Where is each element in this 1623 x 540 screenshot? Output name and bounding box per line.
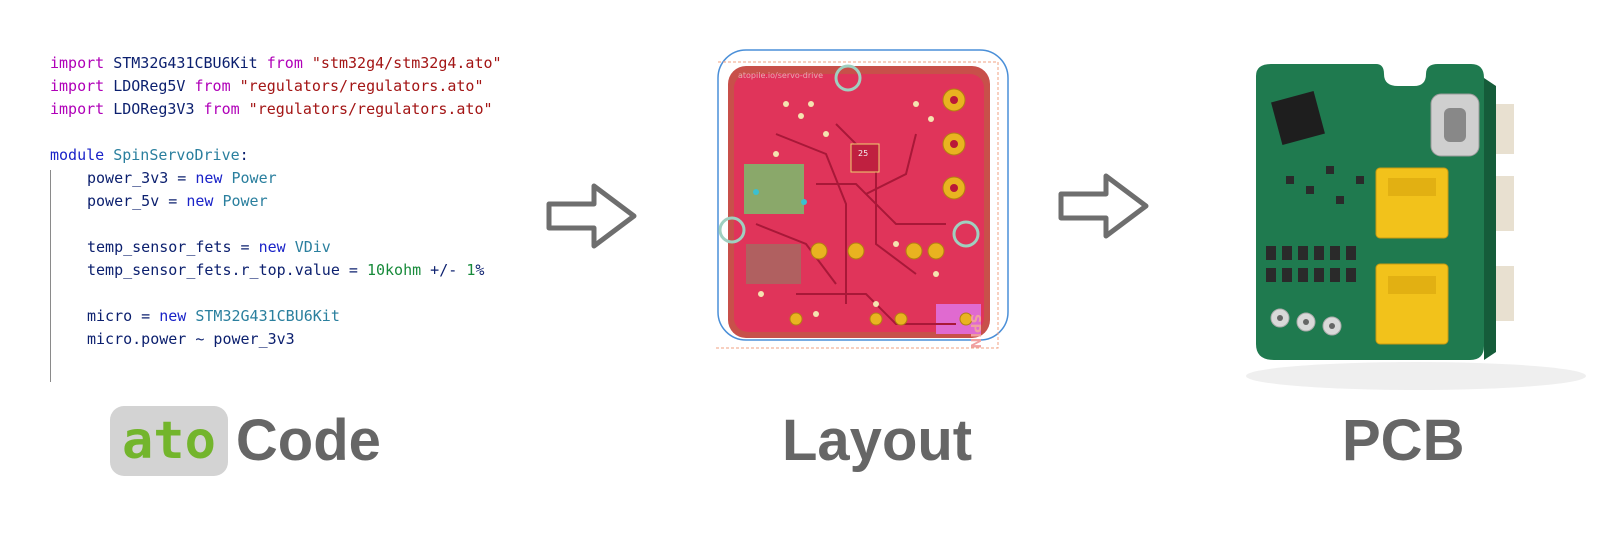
- code-line: [50, 282, 570, 305]
- code-token: temp_sensor_fets.r_top.value =: [87, 261, 367, 279]
- chip: [850, 143, 880, 173]
- zone: [744, 164, 804, 214]
- code-line: power_5v = new Power: [50, 190, 570, 213]
- code-token: from: [266, 54, 303, 72]
- code-token: new: [186, 192, 214, 210]
- code-line: micro.power ~ power_3v3: [50, 328, 570, 351]
- pad-holes: [950, 96, 958, 192]
- zone: [746, 244, 801, 284]
- vias: [758, 101, 939, 317]
- code-snippet: import STM32G431CBU6Kit from "stm32g4/st…: [50, 52, 570, 382]
- code-token: "stm32g4/stm32g4.ato": [302, 54, 502, 72]
- board-outline: [717, 49, 1009, 341]
- chip-ref: 25: [858, 149, 868, 158]
- side-connector: [1496, 176, 1514, 231]
- code-token: [286, 238, 295, 256]
- code-label: ato Code: [110, 406, 381, 476]
- code-line: micro = new STM32G431CBU6Kit: [50, 305, 570, 328]
- board-url: atopile.io/servo-drive: [738, 71, 823, 80]
- code-line: module SpinServoDrive:: [50, 144, 570, 167]
- code-token: new: [258, 238, 286, 256]
- pcb-label: PCB: [1342, 408, 1465, 473]
- layout-label: Layout: [782, 408, 973, 473]
- courtyard-outline: [716, 61, 999, 349]
- code-token: +/-: [421, 261, 467, 279]
- code-token: "regulators/regulators.ato": [239, 100, 493, 118]
- code-token: [104, 146, 113, 164]
- code-line: import LDOReg3V3 from "regulators/regula…: [50, 98, 570, 121]
- code-token: 1: [466, 261, 476, 279]
- code-token: import: [50, 77, 105, 95]
- code-token: [222, 169, 231, 187]
- arrow-right-icon: [546, 183, 637, 249]
- code-token: Power: [231, 169, 277, 187]
- code-token: STM32G431CBU6Kit: [195, 307, 340, 325]
- code-token: micro =: [87, 307, 160, 325]
- code-token: import: [50, 100, 105, 118]
- zone: [936, 304, 981, 334]
- code-token: from: [194, 77, 231, 95]
- code-line: [50, 121, 570, 144]
- pcb-photo: [1246, 64, 1586, 390]
- code-line: [50, 213, 570, 236]
- code-line: temp_sensor_fets.r_top.value = 10kohm +/…: [50, 259, 570, 282]
- code-token: LDOReg5V: [104, 77, 195, 95]
- code-token: %: [475, 261, 485, 279]
- code-token: LDOReg3V3: [104, 100, 204, 118]
- code-token: temp_sensor_fets =: [87, 238, 259, 256]
- pcb-layout-image: 25 atopile.io/servo-drive SPIN: [716, 49, 1009, 349]
- code-line: import LDOReg5V from "regulators/regulat…: [50, 75, 570, 98]
- code-token: power_5v =: [87, 192, 187, 210]
- code-token: "regulators/regulators.ato": [230, 77, 484, 95]
- ato-logo-badge: ato: [110, 406, 228, 476]
- code-token: power_3v3 =: [87, 169, 196, 187]
- board-side-label: SPIN: [967, 314, 982, 349]
- side-connector: [1496, 266, 1514, 321]
- side-connector: [1496, 104, 1514, 154]
- mounting-holes: [718, 64, 980, 248]
- code-line: power_3v3 = new Power: [50, 167, 570, 190]
- mcu-chip: [1271, 91, 1325, 145]
- code-token: micro.power ~ power_3v3: [87, 330, 295, 348]
- code-token: SpinServoDrive: [113, 146, 240, 164]
- arrow-right-icon: [1058, 173, 1149, 239]
- code-token: from: [203, 100, 240, 118]
- code-token: Power: [222, 192, 268, 210]
- code-token: VDiv: [294, 238, 331, 256]
- code-lines: import STM32G431CBU6Kit from "stm32g4/st…: [50, 52, 570, 351]
- code-token: module: [50, 146, 105, 164]
- code-token: import: [50, 54, 105, 72]
- code-token: new: [159, 307, 187, 325]
- code-token: :: [239, 146, 249, 164]
- components: [1266, 166, 1364, 282]
- code-token: STM32G431CBU6Kit: [104, 54, 267, 72]
- code-token: new: [195, 169, 223, 187]
- indent-guide: [50, 170, 51, 382]
- code-label-text: Code: [235, 408, 381, 473]
- code-line: temp_sensor_fets = new VDiv: [50, 236, 570, 259]
- code-line: import STM32G431CBU6Kit from "stm32g4/st…: [50, 52, 570, 75]
- code-token: 10kohm: [366, 261, 422, 279]
